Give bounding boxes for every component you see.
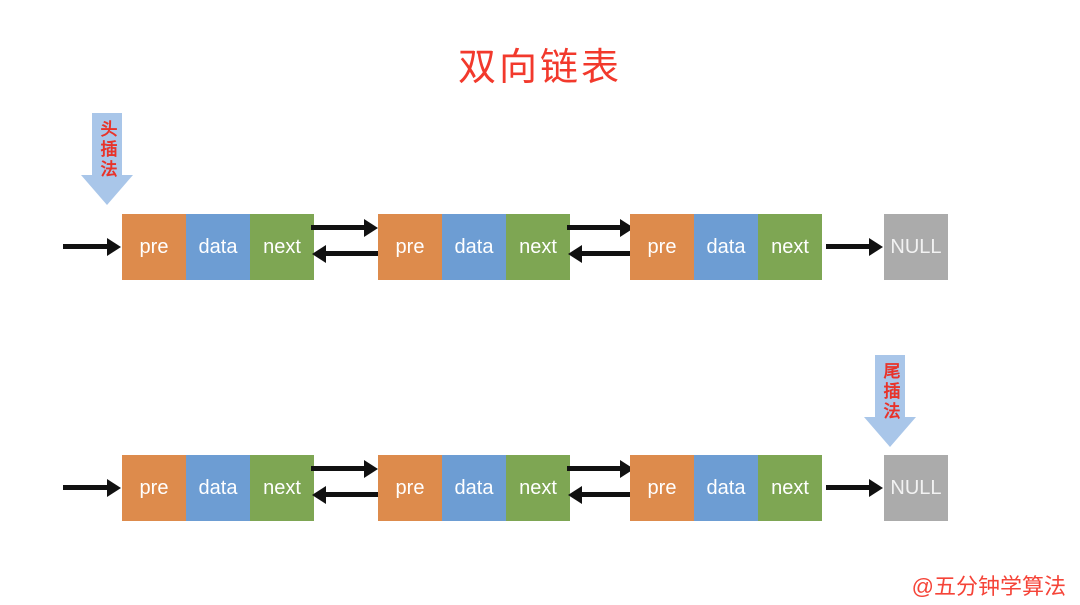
node-cell-pre: pre [122,214,186,280]
tail-insert-arrow-icon: 尾插法 [864,355,916,447]
list-node: pre data next [378,214,570,280]
next-pointer-arrow [311,218,378,237]
node-cell-pre: pre [378,455,442,521]
null-pointer-arrow [826,478,883,497]
node-cell-data: data [186,214,250,280]
list-node: pre data next [378,455,570,521]
null-terminator: NULL [884,455,948,521]
node-cell-pre: pre [378,214,442,280]
node-cell-pre: pre [630,455,694,521]
head-insert-label: 头插法 [97,120,117,180]
pre-pointer-arrow [568,244,635,263]
head-insert-arrow-icon: 头插法 [81,113,133,205]
tail-insert-arrow-head [864,417,916,447]
list-node: pre data next [630,455,822,521]
pre-pointer-arrow [312,244,379,263]
list-node: pre data next [122,455,314,521]
node-cell-next: next [250,455,314,521]
node-cell-pre: pre [630,214,694,280]
pre-pointer-arrow [568,485,635,504]
node-cell-data: data [442,455,506,521]
head-insert-arrow-shaft [92,113,122,175]
pre-pointer-arrow [312,485,379,504]
list-node: pre data next [122,214,314,280]
watermark: @五分钟学算法 [911,574,1066,599]
next-pointer-arrow [567,459,634,478]
list-node: pre data next [630,214,822,280]
tail-insert-label: 尾插法 [880,362,900,422]
node-cell-data: data [442,214,506,280]
null-terminator: NULL [884,214,948,280]
node-cell-next: next [250,214,314,280]
node-cell-next: next [758,455,822,521]
node-cell-data: data [186,455,250,521]
node-cell-next: next [506,214,570,280]
next-pointer-arrow [567,218,634,237]
head-insert-arrow-head [81,175,133,205]
page-title: 双向链表 [457,47,622,89]
node-cell-pre: pre [122,455,186,521]
tail-insert-arrow-shaft [875,355,905,417]
next-pointer-arrow [311,459,378,478]
node-cell-data: data [694,214,758,280]
node-cell-data: data [694,455,758,521]
node-cell-next: next [758,214,822,280]
node-cell-next: next [506,455,570,521]
entry-arrow [63,478,121,497]
null-pointer-arrow [826,237,883,256]
entry-arrow [63,237,121,256]
